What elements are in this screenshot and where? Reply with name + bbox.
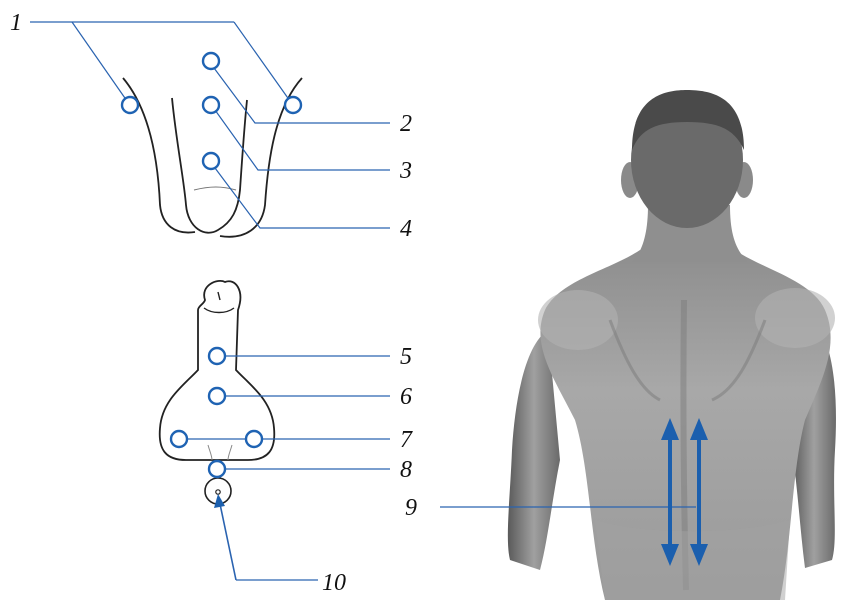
perineal-fold-right [228,445,232,460]
leader-1-left [72,22,127,101]
label-10: 10 [322,570,346,596]
arrow-10 [214,494,236,580]
left-shoulder [538,290,618,350]
meatus-mark [218,292,220,300]
point-8 [209,461,225,477]
point-5 [209,348,225,364]
anus-point [216,490,220,494]
label-4: 4 [400,216,412,242]
point-7-left [171,431,187,447]
label-2: 2 [400,111,412,137]
label-8: 8 [400,457,412,483]
leader-2 [214,68,390,123]
label-9: 9 [405,495,417,521]
perineal-fold-left [208,445,212,460]
glans-line [204,308,234,313]
point-7-right [246,431,262,447]
arrow-10-head [214,494,225,508]
label-1: 1 [10,10,22,36]
point-1-left [122,97,138,113]
label-5: 5 [400,344,412,370]
label-6: 6 [400,384,412,410]
label-3: 3 [399,158,412,184]
right-shoulder [755,288,835,348]
point-2 [203,53,219,69]
point-6 [209,388,225,404]
point-3 [203,97,219,113]
waist-shadow [595,520,790,600]
leader-1-right [234,22,290,101]
arrow-10-shaft [220,504,236,580]
point-4 [203,153,219,169]
label-7: 7 [400,427,413,453]
acupoints [122,53,301,477]
point-1-right [285,97,301,113]
